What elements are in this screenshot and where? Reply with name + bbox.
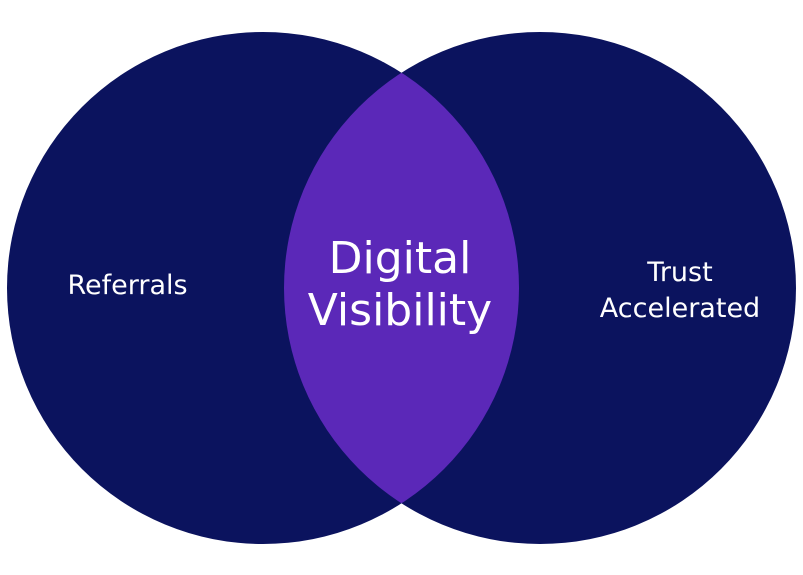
overlap-region — [284, 32, 519, 544]
overlap-label-digital-visibility: Digital Visibility — [280, 233, 520, 337]
trust-label-line-2: Accelerated — [599, 293, 761, 325]
overlap-label-line-1: Digital — [328, 233, 472, 284]
circle-label-referrals: Referrals — [55, 270, 200, 302]
trust-label-line-1: Trust — [647, 257, 713, 288]
overlap-label-line-2: Visibility — [307, 284, 493, 336]
referrals-label: Referrals — [67, 270, 188, 301]
circle-label-trust-accelerated: Trust Accelerated — [580, 255, 780, 328]
